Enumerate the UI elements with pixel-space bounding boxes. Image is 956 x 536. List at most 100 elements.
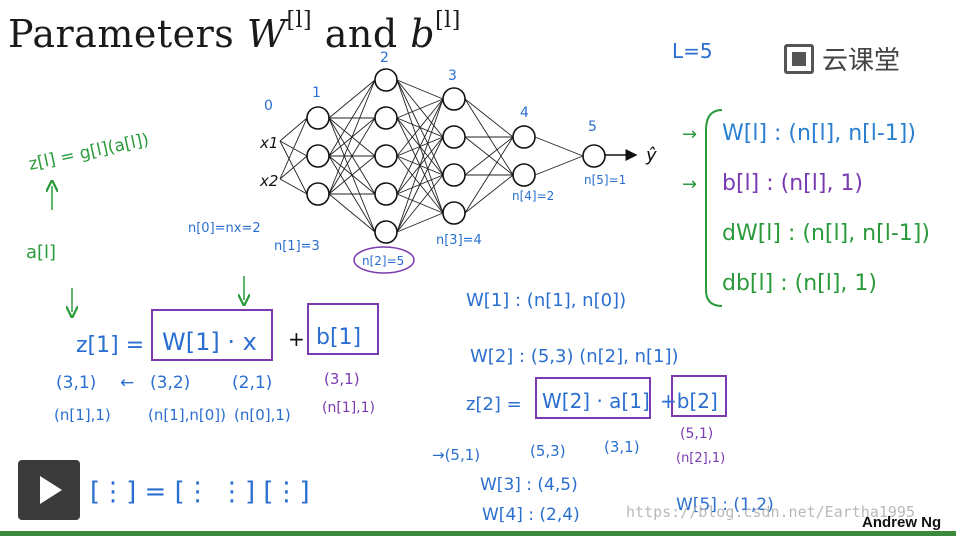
dim-b1: (3,1) — [324, 370, 360, 388]
network-edge — [279, 140, 308, 157]
layer-number-2: 2 — [380, 50, 389, 66]
summary-bracket — [705, 109, 723, 307]
network-edge — [328, 155, 376, 233]
b2-box — [671, 375, 727, 417]
layer-number-5: 5 — [588, 119, 597, 135]
dim-x: (2,1) — [232, 373, 272, 393]
network-edge — [396, 79, 444, 176]
network-edge — [534, 155, 584, 176]
summary-item: b[l] : (n[l], 1) — [722, 171, 863, 196]
network-node-layer-3 — [442, 201, 466, 225]
network-node-layer-2 — [374, 106, 398, 130]
play-icon[interactable] — [18, 460, 80, 520]
a-l-note: a[l] — [26, 242, 56, 263]
network-node-layer-5 — [582, 144, 606, 168]
network-edge — [464, 136, 514, 176]
w1x-box — [151, 309, 273, 361]
layer-size-label-1: n[1]=3 — [274, 239, 320, 254]
z2-eq-lhs: z[2] = — [466, 394, 522, 415]
layer-size-label-0: n[0]=nx=2 — [188, 221, 261, 236]
summary-arrow: → — [682, 124, 697, 145]
title-b-superscript: [l] — [435, 8, 461, 33]
author-name: Andrew Ng — [862, 514, 942, 531]
network-node-layer-1 — [306, 106, 330, 130]
dim-z1: (3,1) — [56, 373, 96, 393]
w1-dims-note: W[1] : (n[1], n[0]) — [466, 290, 626, 311]
brand-logo: 云课堂 — [784, 40, 900, 77]
w5-dims-note: W[5] : (1,2) — [676, 495, 774, 515]
w4-dims-note: W[4] : (2,4) — [482, 505, 580, 525]
network-edge — [534, 136, 584, 157]
network-edge — [328, 117, 376, 157]
network-edge — [396, 155, 444, 214]
network-edge — [396, 79, 444, 138]
network-edges — [279, 79, 584, 233]
network-edge — [328, 193, 376, 233]
dim-b2-symbolic: (n[2],1) — [676, 451, 725, 466]
bottom-accent-line — [0, 531, 956, 536]
w3-dims-note: W[3] : (4,5) — [480, 475, 578, 495]
title-text: Parameters — [8, 12, 247, 56]
dim-x-symbolic: (n[0],1) — [234, 406, 291, 424]
network-node-layer-3 — [442, 87, 466, 111]
network-node-layer-3 — [442, 125, 466, 149]
z1-eq-w-term: W[1] · x — [162, 328, 257, 356]
z2-eq-w-term: W[2] · a[1] — [542, 389, 650, 413]
network-node-layer-1 — [306, 144, 330, 168]
summary-arrow: → — [682, 174, 697, 195]
network-edge — [464, 98, 514, 138]
dim-w1: (3,2) — [150, 373, 190, 393]
layer-size-label-4: n[4]=2 — [512, 189, 554, 203]
network-edge — [396, 193, 444, 214]
network-edge — [464, 174, 514, 214]
network-nodes — [306, 68, 606, 244]
dim-w1-symbolic: (n[1],n[0]) — [148, 406, 226, 424]
dim-arrow: ← — [120, 373, 134, 393]
num-layers-note: L=5 — [672, 39, 713, 63]
network-edge — [396, 79, 444, 214]
w2a1-box — [535, 377, 651, 419]
network-node-layer-2 — [374, 220, 398, 244]
network-node-layer-1 — [306, 182, 330, 206]
dim-z1-symbolic: (n[1],1) — [54, 406, 111, 424]
network-node-layer-2 — [374, 144, 398, 168]
dim-b1-symbolic: (n[1],1) — [322, 400, 375, 416]
layer-size-label-5: n[5]=1 — [584, 173, 626, 187]
network-node-layer-4 — [512, 125, 536, 149]
network-edge — [396, 212, 444, 233]
title-b: b — [410, 12, 436, 56]
summary-item: W[l] : (n[l], n[l-1]) — [722, 121, 916, 146]
dim-z2: →(5,1) — [432, 446, 480, 464]
network-edge — [328, 117, 376, 195]
title-W: W — [246, 12, 287, 56]
z2-eq-b-term: +b[2] — [660, 389, 718, 413]
network-edge — [396, 79, 444, 100]
network-node-layer-4 — [512, 163, 536, 187]
z1-eq-plus: + — [288, 327, 305, 351]
layer-number-1: 1 — [312, 85, 321, 101]
title-W-superscript: [l] — [286, 8, 313, 33]
dim-w2: (5,3) — [530, 442, 566, 460]
network-node-layer-2 — [374, 182, 398, 206]
z1-eq-lhs: z[1] = — [76, 333, 144, 358]
input-label-x1: x1 — [259, 134, 278, 152]
layer-number-4: 4 — [520, 105, 529, 121]
title-and: and — [312, 12, 411, 56]
summary-item: dW[l] : (n[l], n[l-1]) — [722, 221, 930, 246]
slide-title: Parameters W[l] and b[l] — [8, 8, 461, 56]
network-edge — [279, 117, 308, 142]
layer-size-label-2: n[2]=5 — [362, 254, 404, 268]
summary-list: → W[l] : (n[l], n[l-1]) → b[l] : (n[l], 1) d… — [682, 121, 930, 296]
output-label-yhat: ŷ — [645, 145, 657, 166]
watermark-url: https://blog.csdn.net/Eartha1995 — [626, 503, 915, 521]
w2-dims-note: W[2] : (5,3) (n[2], n[1]) — [470, 346, 679, 367]
matrix-shape-eq: [⋮] = [⋮ ⋮] [⋮] — [90, 477, 310, 507]
z1-eq-b-term: b[1] — [316, 325, 361, 350]
layer-number-3: 3 — [448, 68, 457, 84]
brand-logo-text: 云课堂 — [822, 46, 901, 76]
network-edge — [279, 140, 308, 195]
summary-item: db[l] : (n[l], 1) — [722, 271, 877, 296]
network-node-layer-3 — [442, 163, 466, 187]
